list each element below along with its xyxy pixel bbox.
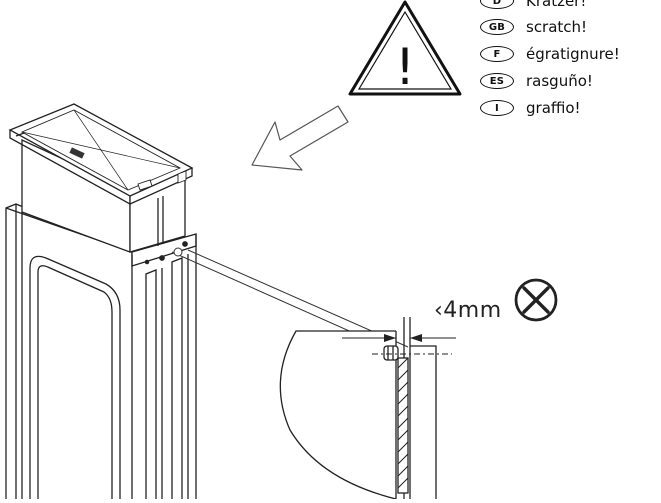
warning-word: égratignure! [526,45,620,63]
x-circle-icon [514,278,558,322]
direction-arrow [251,105,349,171]
language-code-badge: D [480,0,514,9]
gap-measurement-label: ‹4mm [434,298,502,323]
electronics-box [8,103,194,253]
language-code-badge: F [480,46,514,62]
warning-language-row: ES rasguño! [480,68,593,94]
language-code-badge: ES [480,73,514,89]
warning-word: rasguño! [526,72,593,90]
warning-word: graffio! [526,99,581,117]
warning-triangle-icon: ! [348,0,462,96]
warning-language-row: GB scratch! [480,14,587,40]
warning-word: scratch! [526,18,588,36]
warning-language-row: D Kratzer! [480,0,586,14]
language-code-badge: I [480,100,514,116]
language-code-badge: GB [480,19,514,35]
pillar-column [5,203,197,499]
detail-view [279,317,456,500]
warning-word: Kratzer! [526,0,587,10]
warning-symbol: ! [395,38,415,96]
